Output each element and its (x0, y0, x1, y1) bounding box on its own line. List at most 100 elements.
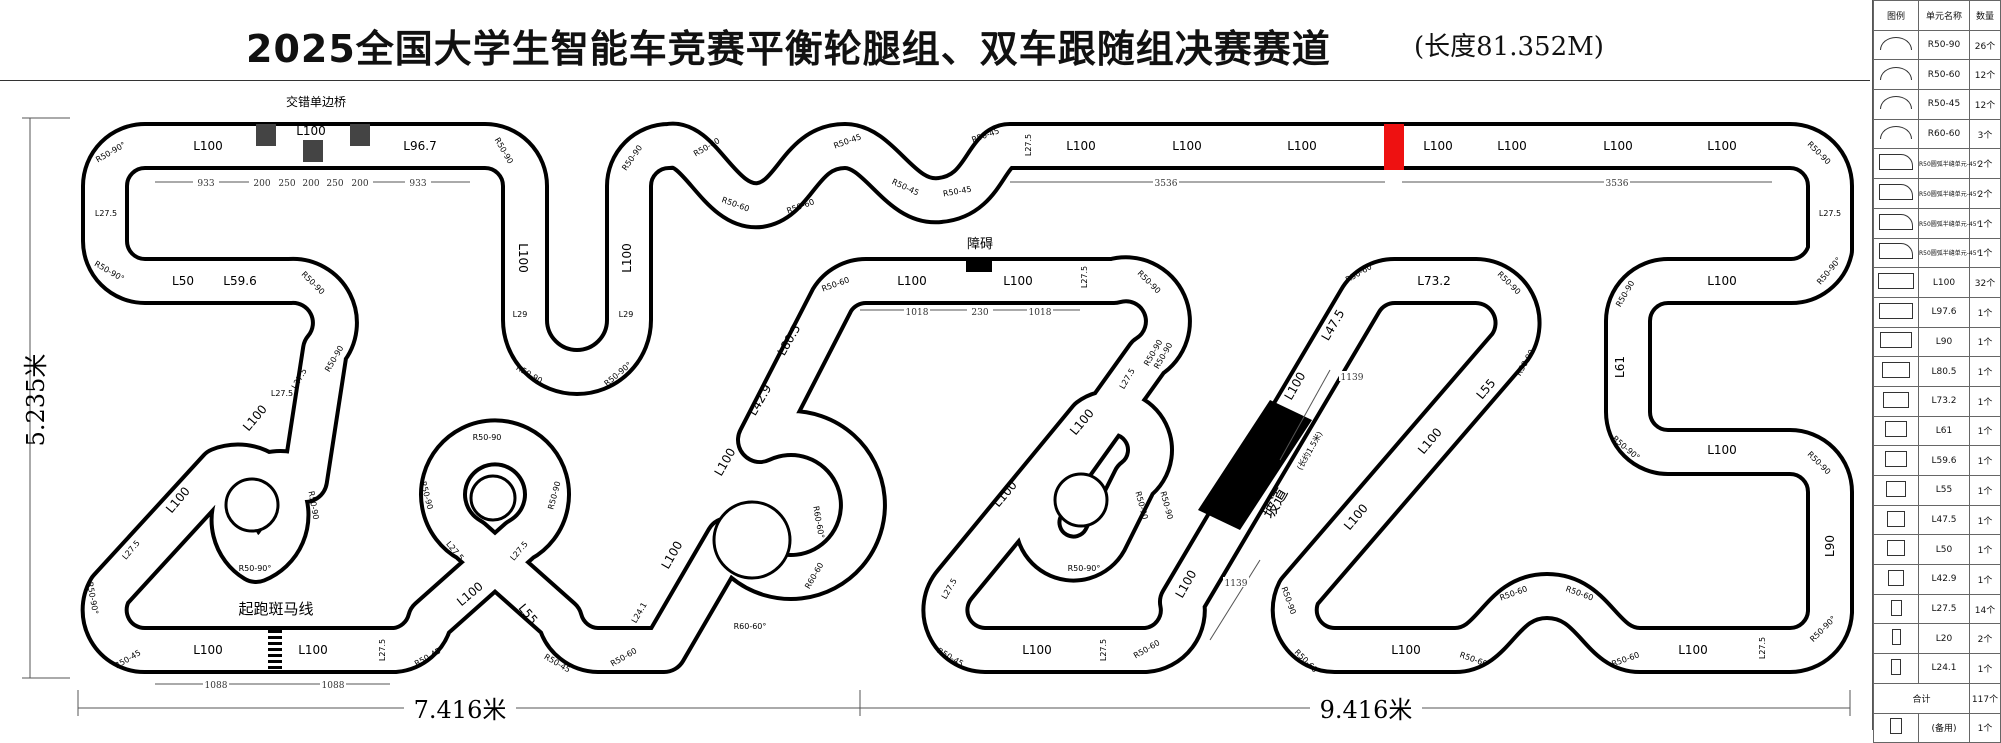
track-segment-label: L100 (1003, 274, 1033, 288)
straight-piece-icon (1887, 540, 1905, 557)
track-segment-label: L27.5 (95, 209, 117, 218)
legend-row: R50圆弧半缝单元-45°1个 (1873, 237, 2001, 269)
legend-icon-cell (1873, 623, 1919, 655)
measurement-value: 250 (326, 179, 343, 189)
track-segment-label: L27.5 (378, 639, 387, 661)
legend-total-label: 合计 (1873, 682, 1970, 714)
track-segment-label: L100 (1022, 643, 1052, 657)
track-segment-label: L27.5 (1758, 637, 1767, 659)
legend-spare-label: (备用) (1918, 712, 1970, 743)
measurement-value: 200 (302, 179, 319, 189)
legend-qty: 1个 (1969, 326, 2001, 358)
track-segment-label: L100 (1066, 139, 1096, 153)
loop-circle-center (469, 474, 517, 522)
legend-header-qty: 数量 (1969, 0, 2001, 31)
track-segment-label: L50 (172, 274, 194, 288)
measurement-value: 933 (197, 179, 214, 189)
legend-icon-cell (1873, 445, 1919, 476)
measurement-value: 230 (971, 308, 988, 318)
legend-icon-cell (1873, 207, 1919, 239)
track-segment-label: L27.5 (271, 389, 293, 398)
legend-qty: 1个 (1969, 475, 2001, 506)
straight-piece-icon (1882, 362, 1910, 379)
legend-name: R50圆弧半缝单元-45° (1918, 207, 1980, 239)
straight-piece-icon (1888, 569, 1904, 586)
track-segment-label: L61 (1613, 356, 1627, 378)
measurement-value: 3536 (1155, 179, 1178, 189)
legend-icon-cell (1873, 237, 1919, 269)
legend-name: L61 (1918, 415, 1970, 447)
legend-name: R50-90 (1918, 29, 1970, 61)
legend-spare-icon-cell (1873, 712, 1919, 743)
legend-qty: 1个 (1969, 564, 2001, 595)
legend-name: L59.6 (1918, 445, 1970, 476)
legend-qty: 3个 (1969, 118, 2001, 150)
legend-name: L47.5 (1918, 504, 1970, 536)
track-features (256, 124, 1404, 669)
loop-circles (224, 472, 1109, 580)
legend-name: L80.5 (1918, 356, 1970, 387)
straight-piece-icon (1890, 599, 1902, 616)
track-segment-label: L100 (298, 643, 328, 657)
legend-icon-cell (1873, 89, 1919, 120)
measurement-value: 933 (409, 179, 426, 189)
track-segment-label: L100 (1287, 139, 1317, 153)
track-segment-label: L100 (1603, 139, 1633, 153)
track-band (105, 146, 1854, 650)
track-segment-label: L27.5 (1080, 266, 1089, 288)
track-segment-label: L100 (620, 243, 634, 273)
bridge-label: 交错单边桥 (286, 94, 346, 109)
legend-row: R50圆弧半缝单元-45°2个 (1873, 148, 2001, 180)
bridge-block-2 (303, 140, 323, 162)
legend-qty: 1个 (1969, 653, 2001, 684)
track-segment-label: L90 (1823, 535, 1837, 557)
legend-row: R50圆弧半缝单元-45°2个 (1873, 178, 2001, 209)
measurement-value: 3536 (1606, 179, 1629, 189)
legend-icon-cell (1873, 326, 1919, 358)
legend-qty: 1个 (1969, 237, 2001, 269)
legend-name: L55 (1918, 475, 1970, 506)
track-surface (105, 146, 1830, 650)
legend-icon-cell (1873, 178, 1919, 209)
track-segment-label: L100 (1423, 139, 1453, 153)
track-segment-label: L100 (1707, 139, 1737, 153)
legend-name: L50 (1918, 534, 1970, 566)
legend-qty: 1个 (1969, 385, 2001, 417)
track-segment-label: L27.5 (1819, 209, 1841, 218)
legend-total-qty: 117个 (1969, 682, 2001, 714)
legend-icon-cell (1873, 267, 1919, 298)
legend-name: R50-45 (1918, 89, 1970, 120)
legend-header-name: 单元名称 (1918, 0, 1970, 31)
straight-piece-icon (1891, 658, 1901, 675)
legend-name: R50-60 (1918, 59, 1970, 91)
legend-name: R60-60 (1918, 118, 1970, 150)
track-diagram: 2025全国大学生智能车竞赛平衡轮腿组、双车跟随组决赛赛道 (长度81.352M… (0, 27, 1870, 724)
measurement-value: 1088 (322, 681, 345, 691)
track-segment-label: L100 (1707, 274, 1737, 288)
legend-name: L100 (1918, 267, 1970, 298)
legend-name: R50圆弧半缝单元-45° (1918, 148, 1980, 180)
legend-qty: 1个 (1969, 504, 2001, 536)
arc-piece-icon (1880, 96, 1912, 110)
track-segment-label: L27.5 (1099, 639, 1108, 661)
legend-icon-cell (1873, 593, 1919, 625)
straight-piece-icon (1880, 332, 1912, 349)
track-segment-label: L100 (1678, 643, 1708, 657)
straight-piece-icon (1885, 451, 1907, 468)
track-segment-label: L100 (897, 274, 927, 288)
track-segment-label: R50-90 (473, 433, 502, 442)
legend-qty: 1个 (1969, 356, 2001, 387)
legend-icon-cell (1873, 653, 1919, 684)
straight-piece-icon (1883, 391, 1909, 408)
legend-name: L90 (1918, 326, 1970, 358)
legend-qty: 14个 (1969, 593, 2001, 625)
track-segment-label: R60-60° (811, 505, 826, 539)
straight-piece-icon (1885, 421, 1907, 438)
legend-name: L27.5 (1918, 593, 1970, 625)
